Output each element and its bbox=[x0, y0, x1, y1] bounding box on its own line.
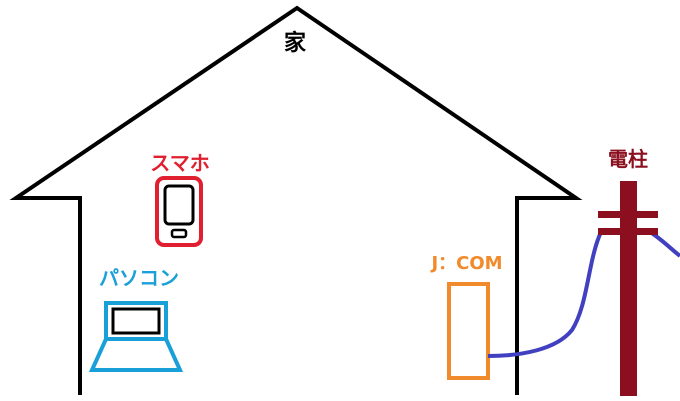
cable-pole-outbound bbox=[648, 230, 680, 258]
cable-modem-to-pole bbox=[487, 231, 603, 358]
house-outline bbox=[9, 5, 583, 395]
utility-pole bbox=[598, 181, 658, 396]
modem-box bbox=[447, 282, 490, 380]
house-label: 家 bbox=[284, 30, 307, 56]
pole-label: 電柱 bbox=[608, 147, 648, 171]
modem-label: J：COM bbox=[429, 253, 502, 274]
pc-label: パソコン bbox=[99, 266, 179, 290]
laptop-icon bbox=[88, 301, 184, 372]
smartphone-icon bbox=[155, 176, 203, 247]
smartphone-label: スマホ bbox=[150, 151, 209, 175]
